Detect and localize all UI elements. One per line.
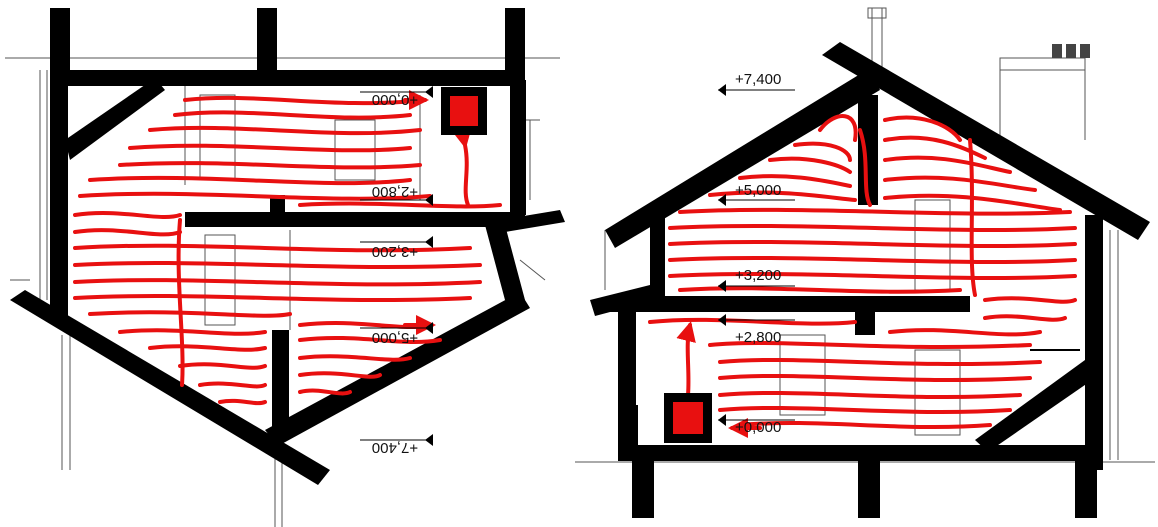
right-level-label-0: +7,400 — [735, 71, 781, 88]
right-level-label-3: +2,800 — [735, 329, 781, 346]
right-walls — [590, 42, 1150, 518]
left-level-marker-0: +0,000 — [360, 86, 433, 108]
left-level-label-0: +0,000 — [372, 91, 418, 108]
left-level-label-4: +7,400 — [372, 439, 418, 456]
right-level-label-2: +3,200 — [735, 267, 781, 284]
right-chimney-caps — [1052, 44, 1090, 58]
right-level-label-1: +5,000 — [735, 182, 781, 199]
left-heat-path — [73, 90, 502, 406]
right-level-marker-1: +5,000 — [718, 182, 795, 206]
right-level-label-4: +0,000 — [735, 419, 781, 436]
right-level-marker-2: +3,200 — [718, 267, 795, 292]
left-boiler — [441, 87, 487, 135]
left-walls — [10, 8, 565, 485]
right-boiler — [664, 393, 712, 443]
left-level-label-3: +5,000 — [372, 329, 418, 346]
right-section: +7,400 +5,000 +3,200 +2,800 +0,000 — [575, 7, 1155, 518]
left-level-label-2: +3,200 — [372, 243, 418, 260]
left-level-marker-2: +3,200 — [360, 236, 433, 260]
left-level-marker-1: +2,800 — [360, 183, 433, 206]
right-heat-path — [648, 114, 1077, 438]
left-level-marker-3: +5,000 — [360, 322, 433, 346]
left-level-marker-4: +7,400 — [360, 434, 433, 456]
left-section: +0,000 +2,800 +3,200 +5,000 — [5, 8, 565, 527]
right-level-marker-4: +0,000 — [718, 414, 795, 436]
right-level-marker-3: +2,800 — [718, 314, 795, 346]
right-level-marker-0: +7,400 — [718, 71, 795, 96]
left-level-label-1: +2,800 — [372, 183, 418, 200]
